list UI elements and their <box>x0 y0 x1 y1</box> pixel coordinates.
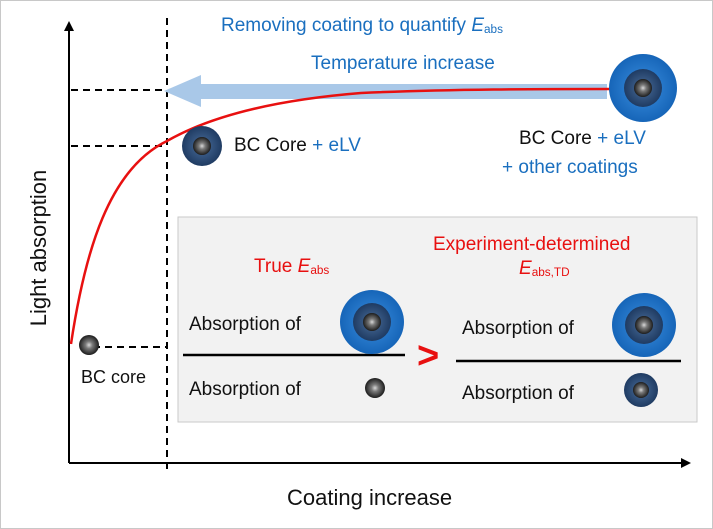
particle-panel-right-top <box>612 293 676 357</box>
particle-bc-core-origin <box>79 335 99 355</box>
particle-panel-left-top <box>340 290 404 354</box>
particle-bc-core-elv-mid <box>182 126 222 166</box>
mid-particle-label: BC Core + eLV <box>234 135 361 156</box>
particle-bc-core-elv-other-right <box>609 54 677 122</box>
right-particle-label-line2: + other coatings <box>502 157 638 178</box>
top-label-temperature: Temperature increase <box>311 53 495 74</box>
eabs-td-label: Eabs,TD <box>519 258 570 279</box>
particle-panel-left-bottom <box>365 378 385 398</box>
x-axis-label: Coating increase <box>287 485 453 510</box>
temperature-arrow-head <box>164 75 201 107</box>
top-label-removing-coating: Removing coating to quantify Eabs <box>221 15 503 36</box>
comparison-panel <box>177 216 698 423</box>
right-particle-label-line1: BC Core + eLV <box>519 128 646 149</box>
particle-panel-right-bottom <box>624 373 658 407</box>
bc-core-label: BC core <box>81 367 147 387</box>
absorption-curve <box>69 87 612 345</box>
absorption-of-right-bottom: Absorption of <box>462 383 574 404</box>
absorption-of-left-top: Absorption of <box>189 314 301 335</box>
absorption-of-right-top: Absorption of <box>462 318 574 339</box>
greater-than-sign: > <box>417 335 440 377</box>
experiment-determined-label: Experiment-determined <box>433 234 631 255</box>
y-axis-label: Light absorption <box>26 169 51 327</box>
true-eabs-label: True Eabs <box>254 256 330 277</box>
absorption-of-left-bottom: Absorption of <box>189 379 301 400</box>
